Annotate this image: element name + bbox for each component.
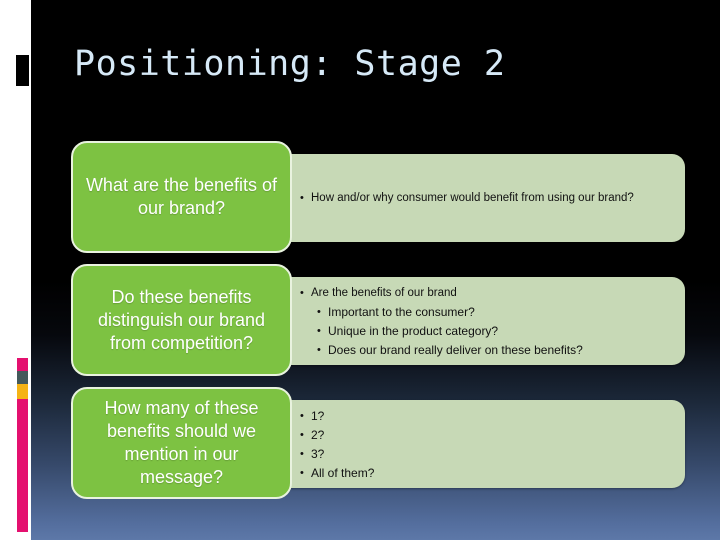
list-item: • Does our brand really deliver on these…	[300, 343, 680, 357]
decorative-bar-amber	[17, 384, 28, 399]
content-row: Do these benefits distinguish our brand …	[0, 264, 720, 376]
content-panel	[250, 154, 685, 242]
bullet-list: • 1? • 2? • 3? • All of them?	[300, 400, 680, 488]
bullet-dot-icon: •	[300, 410, 304, 422]
decorative-bar-pink-top	[17, 358, 28, 371]
question-label-text: What are the benefits of our brand?	[85, 175, 278, 218]
bullet-dot-icon: •	[300, 448, 304, 460]
content-row: How many of these benefits should we men…	[0, 387, 720, 499]
list-item: • 3?	[300, 447, 680, 461]
bullet-list: • Are the benefits of our brand • Import…	[300, 277, 680, 365]
decorative-black-block	[16, 55, 29, 86]
list-item-text: Are the benefits of our brand	[311, 287, 457, 299]
question-label-box[interactable]: What are the benefits of our brand?	[71, 141, 292, 253]
list-item: • 1?	[300, 409, 680, 423]
question-label-box[interactable]: How many of these benefits should we men…	[71, 387, 292, 499]
list-item-text: How and/or why consumer would benefit fr…	[311, 192, 634, 204]
question-label-text: Do these benefits distinguish our brand …	[97, 286, 266, 353]
list-item-text: Important to the consumer?	[328, 305, 475, 319]
list-item: • Unique in the product category?	[300, 324, 680, 338]
decorative-bar-slate	[17, 371, 28, 384]
list-item: • How and/or why consumer would benefit …	[300, 191, 680, 205]
list-item-text: 1?	[311, 409, 325, 423]
bullet-dot-icon: •	[317, 306, 321, 318]
bullet-list: • How and/or why consumer would benefit …	[300, 154, 680, 242]
bullet-dot-icon: •	[317, 344, 321, 356]
question-label-text: How many of these benefits should we men…	[104, 398, 259, 487]
bullet-dot-icon: •	[300, 467, 304, 479]
question-label-box[interactable]: Do these benefits distinguish our brand …	[71, 264, 292, 376]
bullet-dot-icon: •	[300, 287, 304, 299]
list-item-text: Unique in the product category?	[328, 324, 499, 338]
list-item-text: Does our brand really deliver on these b…	[328, 343, 583, 357]
bullet-dot-icon: •	[300, 429, 304, 441]
bullet-dot-icon: •	[300, 192, 304, 204]
content-panel	[250, 400, 685, 488]
list-item: • 2?	[300, 428, 680, 442]
list-item-text: All of them?	[311, 466, 375, 480]
list-item: • All of them?	[300, 466, 680, 480]
list-item-text: 2?	[311, 428, 325, 442]
content-panel	[250, 277, 685, 365]
list-item: • Important to the consumer?	[300, 305, 680, 319]
content-row: What are the benefits of our brand? • Ho…	[0, 141, 720, 253]
list-item-text: 3?	[311, 447, 325, 461]
list-item: • Are the benefits of our brand	[300, 286, 680, 300]
slide-title: Positioning: Stage 2	[74, 44, 506, 84]
decorative-bar-pink-long	[17, 399, 28, 532]
bullet-dot-icon: •	[317, 325, 321, 337]
